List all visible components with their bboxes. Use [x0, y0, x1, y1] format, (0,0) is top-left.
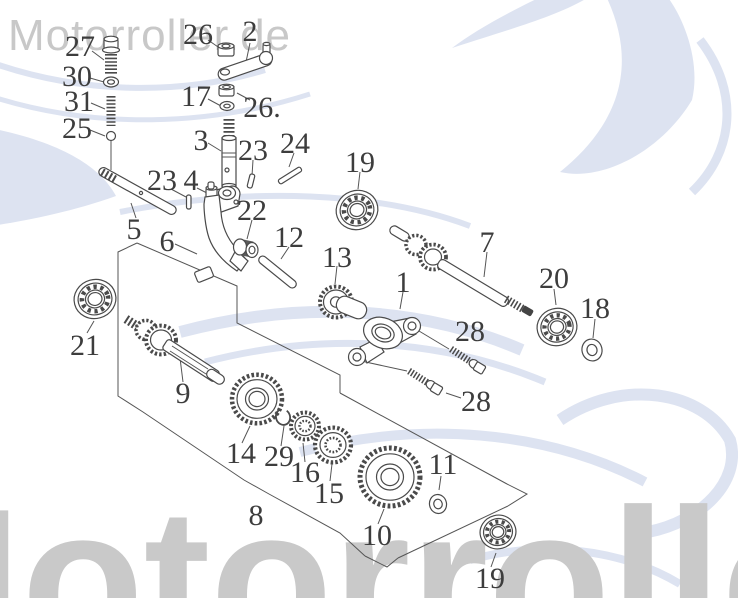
label-17: 17 — [181, 80, 211, 113]
label-19-upper: 19 — [345, 146, 375, 179]
label-20: 20 — [539, 262, 569, 295]
label-6: 6 — [160, 225, 175, 258]
part-pin-24 — [277, 166, 303, 185]
part-gear-16 — [289, 410, 321, 442]
label-15: 15 — [314, 477, 344, 510]
part-shaft-7 — [389, 225, 534, 317]
part-gear-15 — [312, 425, 354, 465]
part-bolt-28-lower — [407, 368, 444, 396]
part-ball-25 — [105, 130, 117, 142]
part-shaft-9 — [123, 315, 225, 385]
label-7: 7 — [480, 226, 495, 259]
watermark-top: Motorroller.de — [8, 11, 291, 60]
part-gear-10 — [357, 445, 423, 509]
label-26-mid: 26. — [243, 91, 281, 124]
part-circlip-29 — [274, 408, 292, 426]
part-nut-26-top — [217, 42, 235, 57]
label-28-lower: 28 — [461, 385, 491, 418]
label-18: 18 — [580, 292, 610, 325]
label-21: 21 — [70, 329, 100, 362]
part-bushing-22 — [232, 238, 259, 259]
part-nut-26-mid — [218, 83, 235, 97]
label-24: 24 — [280, 127, 310, 160]
label-3: 3 — [194, 124, 209, 157]
leader-lines — [86, 39, 596, 568]
part-washer-11 — [428, 493, 448, 515]
part-gear-14 — [229, 372, 285, 426]
part-pin-23-left — [185, 194, 192, 210]
label-10: 10 — [362, 519, 392, 552]
label-23-left: 23 — [147, 164, 177, 197]
part-bearing-21 — [73, 278, 117, 320]
label-19-lower: 19 — [475, 562, 505, 595]
label-26-top: 26 — [183, 18, 213, 51]
label-2: 2 — [243, 15, 258, 48]
label-22: 22 — [237, 194, 267, 227]
label-12: 12 — [274, 221, 304, 254]
label-8: 8 — [249, 499, 264, 532]
part-lever-2 — [217, 41, 274, 81]
label-30: 30 — [62, 60, 92, 93]
label-5: 5 — [127, 213, 142, 246]
part-bearing-19-lower — [479, 514, 517, 550]
part-washer-30 — [102, 76, 120, 88]
part-bolt-27 — [101, 35, 121, 74]
label-1: 1 — [396, 266, 411, 299]
label-25: 25 — [62, 112, 92, 145]
label-29: 29 — [264, 440, 294, 473]
part-spindle-3 — [221, 119, 237, 190]
label-9: 9 — [176, 377, 191, 410]
part-washer-18 — [581, 338, 603, 362]
part-number-labels: 27 30 31 25 26 2 17 26. 3 23 24 19 23 4 … — [62, 15, 610, 595]
part-rod-12 — [258, 255, 297, 289]
label-31: 31 — [64, 85, 94, 118]
label-27: 27 — [65, 30, 95, 63]
label-13: 13 — [322, 241, 352, 274]
part-bearing-19-upper — [335, 189, 379, 231]
label-16: 16 — [290, 456, 320, 489]
part-washer-17 — [219, 100, 235, 112]
part-shaft-5 — [98, 166, 177, 216]
label-11: 11 — [429, 448, 458, 481]
part-bolt-28-upper — [449, 346, 487, 375]
label-23-right: 23 — [238, 134, 268, 167]
part-pin-23-right — [246, 173, 256, 189]
label-14: 14 — [226, 437, 256, 470]
part-bearing-20 — [536, 307, 578, 347]
part-arm-1 — [335, 295, 422, 367]
label-28-upper: 28 — [455, 315, 485, 348]
label-4: 4 — [184, 164, 199, 197]
